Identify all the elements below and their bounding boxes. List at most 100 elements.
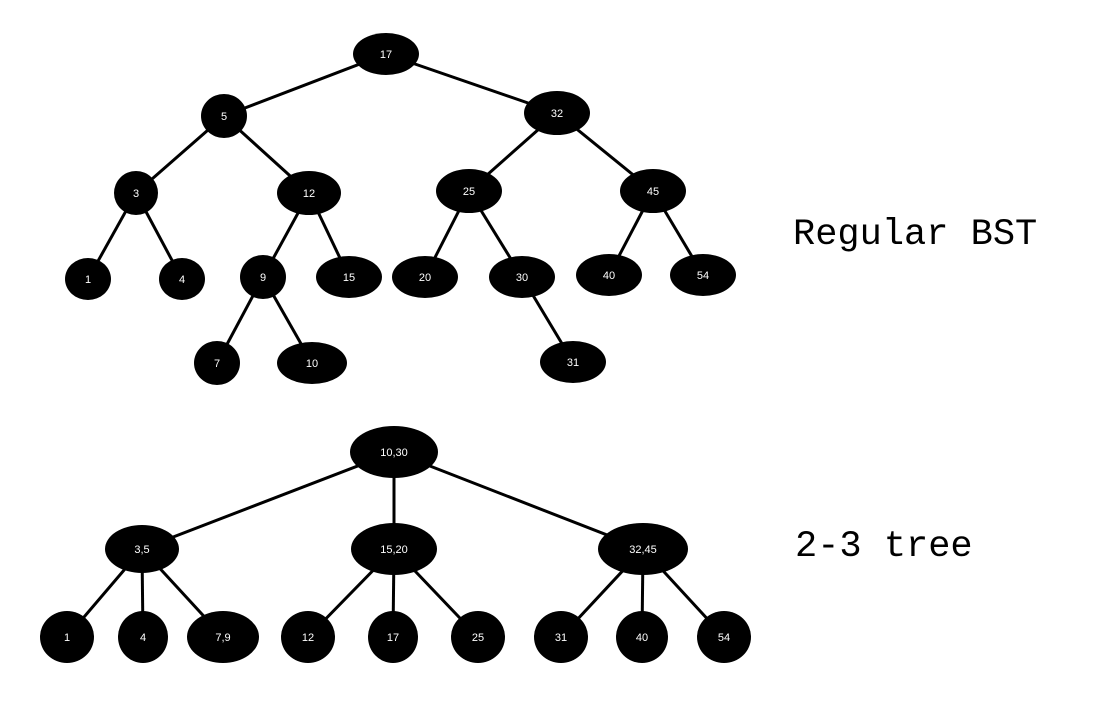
- two-three-node-t12: 12: [281, 611, 335, 663]
- two-three-node-shape: [40, 611, 94, 663]
- bst-node-shape: [65, 258, 111, 300]
- bst-node-shape: [316, 256, 382, 298]
- two-three-node-shape: [351, 523, 437, 575]
- bst-node-label: 9: [260, 272, 266, 284]
- two-three-tree-nodes: 10,30 3,5 15,20 32,45 1 4 7,9 12 17 25 31 40 54: [40, 426, 751, 663]
- bst-node-label: 25: [463, 186, 475, 198]
- two-three-node-t4: 4: [118, 611, 168, 663]
- bst-node-shape: [277, 342, 347, 384]
- bst-node-n20: 20: [392, 256, 458, 298]
- two-three-node-shape: [368, 611, 418, 663]
- two-three-node-t40: 40: [616, 611, 668, 663]
- bst-node-n54: 54: [670, 254, 736, 296]
- bst-node-n10: 10: [277, 342, 347, 384]
- two-three-node-t25: 25: [451, 611, 505, 663]
- bst-node-n7: 7: [194, 341, 240, 385]
- bst-node-label: 40: [603, 270, 615, 282]
- bst-node-shape: [576, 254, 642, 296]
- bst-node-shape: [620, 169, 686, 213]
- bst-node-shape: [489, 256, 555, 298]
- two-three-node-t35: 3,5: [105, 525, 179, 573]
- bst-nodes: 17 5 32 3 12 25 45 1 4 9 15 20 30 40 54 7 10 31: [65, 33, 736, 385]
- bst-edges: [86, 52, 705, 364]
- bst-node-shape: [240, 255, 286, 299]
- bst-node-shape: [159, 258, 205, 300]
- two-three-node-shape: [598, 523, 688, 575]
- bst-node-label: 4: [179, 274, 185, 286]
- bst-node-label: 7: [214, 358, 220, 370]
- bst-node-label: 5: [221, 111, 227, 123]
- two-three-node-t17: 17: [368, 611, 418, 663]
- bst-node-label: 17: [380, 49, 392, 61]
- bst-node-n4: 4: [159, 258, 205, 300]
- bst-node-n17: 17: [353, 33, 419, 75]
- two-three-node-shape: [616, 611, 668, 663]
- two-three-node-label: 32,45: [629, 544, 657, 556]
- two-three-node-label: 10,30: [380, 447, 408, 459]
- two-three-node-label: 15,20: [380, 544, 408, 556]
- two-three-node-shape: [451, 611, 505, 663]
- bst-node-shape: [436, 169, 502, 213]
- two-three-node-shape: [697, 611, 751, 663]
- bst-node-n32: 32: [524, 91, 590, 135]
- two-three-node-t79: 7,9: [187, 611, 259, 663]
- bst-node-n3: 3: [114, 171, 158, 215]
- two-three-node-t31: 31: [534, 611, 588, 663]
- bst-title: Regular BST: [793, 214, 1038, 256]
- two-three-node-label: 40: [636, 632, 648, 644]
- two-three-tree-title: 2-3 tree: [795, 526, 973, 568]
- two-three-node-shape: [350, 426, 438, 478]
- two-three-node-t1: 1: [40, 611, 94, 663]
- bst-node-n45: 45: [620, 169, 686, 213]
- two-three-node-label: 1: [64, 632, 70, 644]
- two-three-node-shape: [105, 525, 179, 573]
- bst-node-n1: 1: [65, 258, 111, 300]
- two-three-node-label: 31: [555, 632, 567, 644]
- two-three-node-label: 17: [387, 632, 399, 644]
- two-three-node-t1520: 15,20: [351, 523, 437, 575]
- two-three-node-shape: [281, 611, 335, 663]
- two-three-node-shape: [187, 611, 259, 663]
- bst-node-shape: [353, 33, 419, 75]
- bst-node-shape: [194, 341, 240, 385]
- two-three-node-t1030: 10,30: [350, 426, 438, 478]
- bst-node-shape: [201, 94, 247, 138]
- two-three-node-shape: [118, 611, 168, 663]
- two-three-node-label: 25: [472, 632, 484, 644]
- bst-node-label: 3: [133, 188, 139, 200]
- two-three-node-label: 4: [140, 632, 146, 644]
- bst-node-label: 12: [303, 188, 315, 200]
- bst-node-shape: [524, 91, 590, 135]
- bst-node-shape: [392, 256, 458, 298]
- bst-node-n30: 30: [489, 256, 555, 298]
- two-three-node-label: 12: [302, 632, 314, 644]
- bst-node-label: 10: [306, 358, 318, 370]
- two-three-node-shape: [534, 611, 588, 663]
- bst-node-label: 1: [85, 274, 91, 286]
- two-three-edge-t1030-t3245: [393, 450, 644, 551]
- bst-node-n5: 5: [201, 94, 247, 138]
- bst-node-label: 54: [697, 270, 709, 282]
- two-three-node-label: 54: [718, 632, 730, 644]
- bst-node-n9: 9: [240, 255, 286, 299]
- bst-node-n31: 31: [540, 341, 606, 383]
- bst-node-n40: 40: [576, 254, 642, 296]
- bst-node-n25: 25: [436, 169, 502, 213]
- two-three-node-t3245: 32,45: [598, 523, 688, 575]
- bst-node-label: 31: [567, 357, 579, 369]
- bst-node-label: 20: [419, 272, 431, 284]
- two-three-node-label: 7,9: [215, 632, 230, 644]
- two-three-node-label: 3,5: [134, 544, 149, 556]
- bst-node-shape: [540, 341, 606, 383]
- two-three-node-t54: 54: [697, 611, 751, 663]
- bst-node-n15: 15: [316, 256, 382, 298]
- bst-node-label: 15: [343, 272, 355, 284]
- bst-node-shape: [277, 171, 341, 215]
- bst-node-label: 45: [647, 186, 659, 198]
- bst-node-label: 30: [516, 272, 528, 284]
- bst-node-label: 32: [551, 108, 563, 120]
- bst-node-n12: 12: [277, 171, 341, 215]
- two-three-edge-t1030-t35: [141, 450, 395, 551]
- bst-node-shape: [114, 171, 158, 215]
